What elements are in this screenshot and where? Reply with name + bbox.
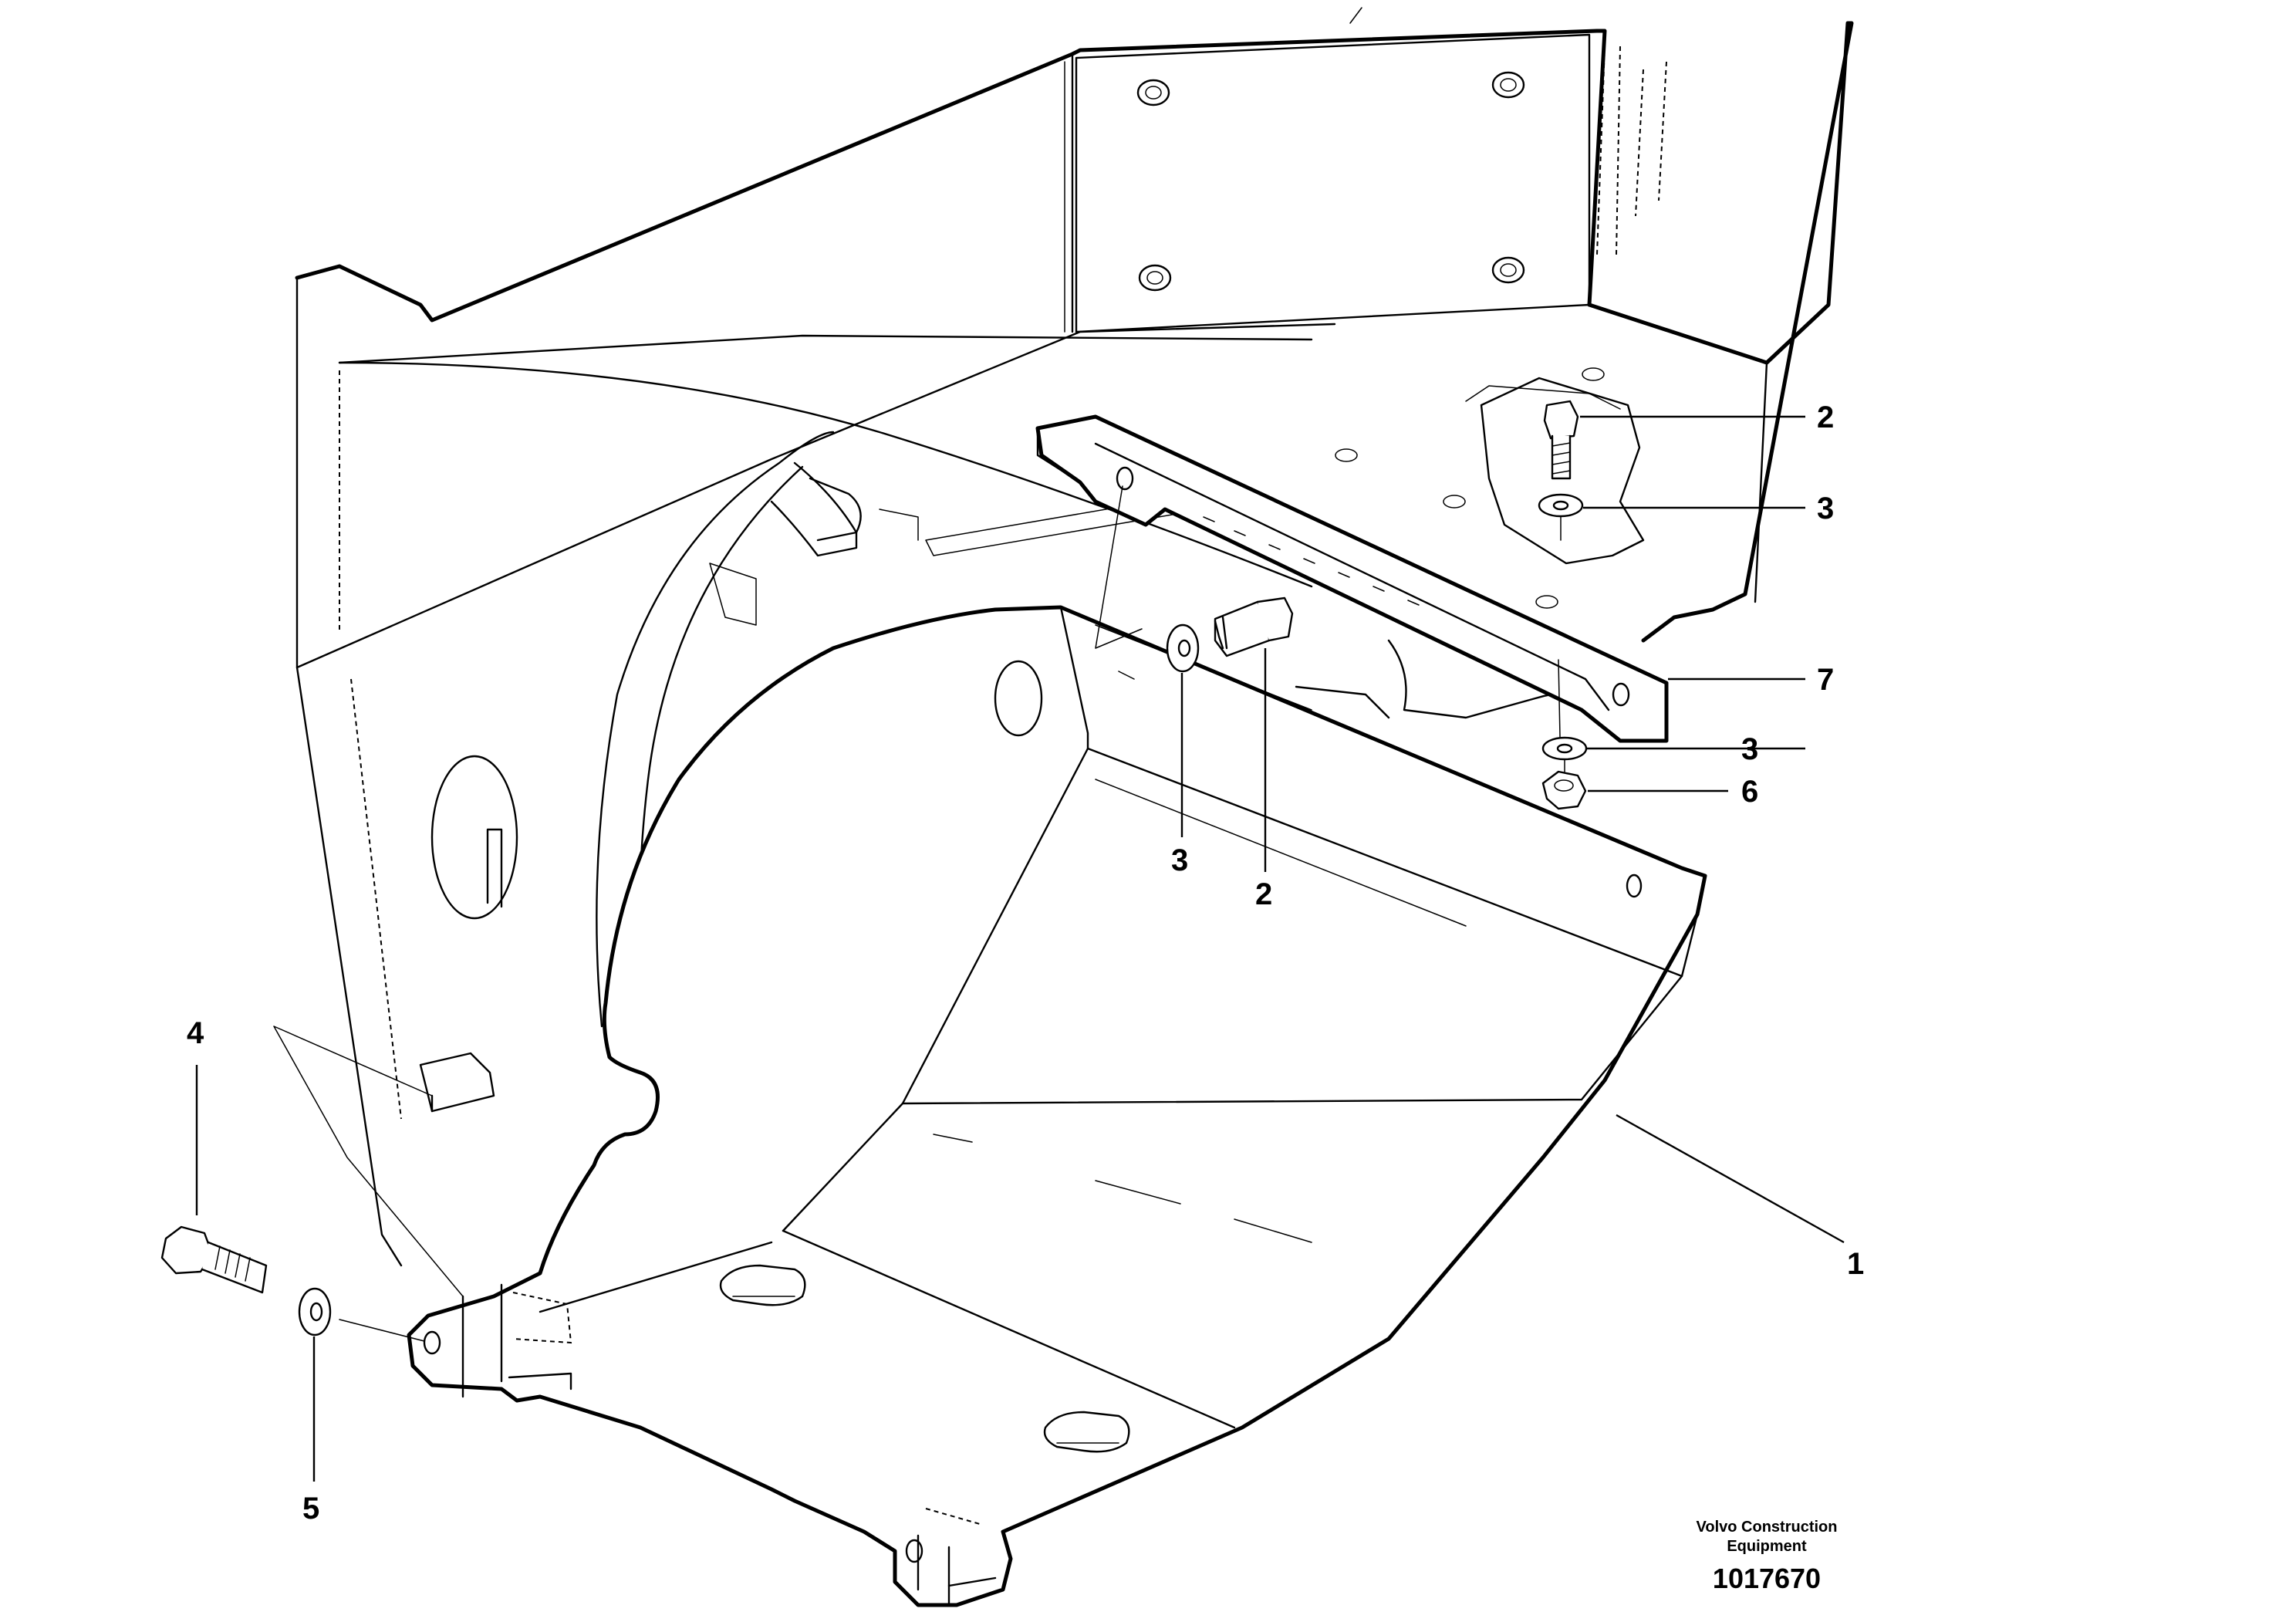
leader-lines: [195, 415, 1845, 1482]
bolt-4: [160, 1225, 268, 1294]
part-1-guard-plate: [407, 605, 1707, 1607]
callout-1: 1: [1847, 1247, 1864, 1281]
washer-5: [298, 1287, 332, 1336]
bolt-2-center: [1214, 596, 1294, 657]
nut-6: [1541, 770, 1587, 810]
bolt-2-upper: [1543, 400, 1579, 480]
washer-3-lower: [1541, 736, 1588, 761]
washer-3-upper: [1538, 493, 1584, 518]
publisher-line-1: Volvo Construction: [1697, 1519, 1838, 1536]
frame-housing: [295, 7, 1854, 1267]
callout-3-center: 3: [1171, 843, 1188, 877]
publisher-line-2: Equipment: [1727, 1538, 1807, 1555]
callout-6: 6: [1741, 775, 1758, 809]
callout-5: 5: [302, 1492, 319, 1526]
callout-labels: 2 3 7 3 6 3 2 4 1 5: [187, 400, 1864, 1526]
washer-3-center: [1166, 623, 1200, 673]
part-7-bracket: [1035, 414, 1669, 743]
callout-4: 4: [187, 1016, 204, 1050]
callout-3-lower: 3: [1741, 732, 1758, 766]
document-number: 1017670: [1713, 1563, 1821, 1594]
rear-plate-bolts: [1136, 71, 1525, 292]
callout-3-upper: 3: [1817, 492, 1834, 525]
callout-7: 7: [1817, 663, 1834, 697]
callout-2-center: 2: [1255, 877, 1272, 911]
callout-2-upper: 2: [1817, 400, 1834, 434]
publisher-block: Volvo Construction Equipment 1017670: [1697, 1519, 1838, 1594]
upper-bracket-cutout: [1480, 377, 1645, 565]
